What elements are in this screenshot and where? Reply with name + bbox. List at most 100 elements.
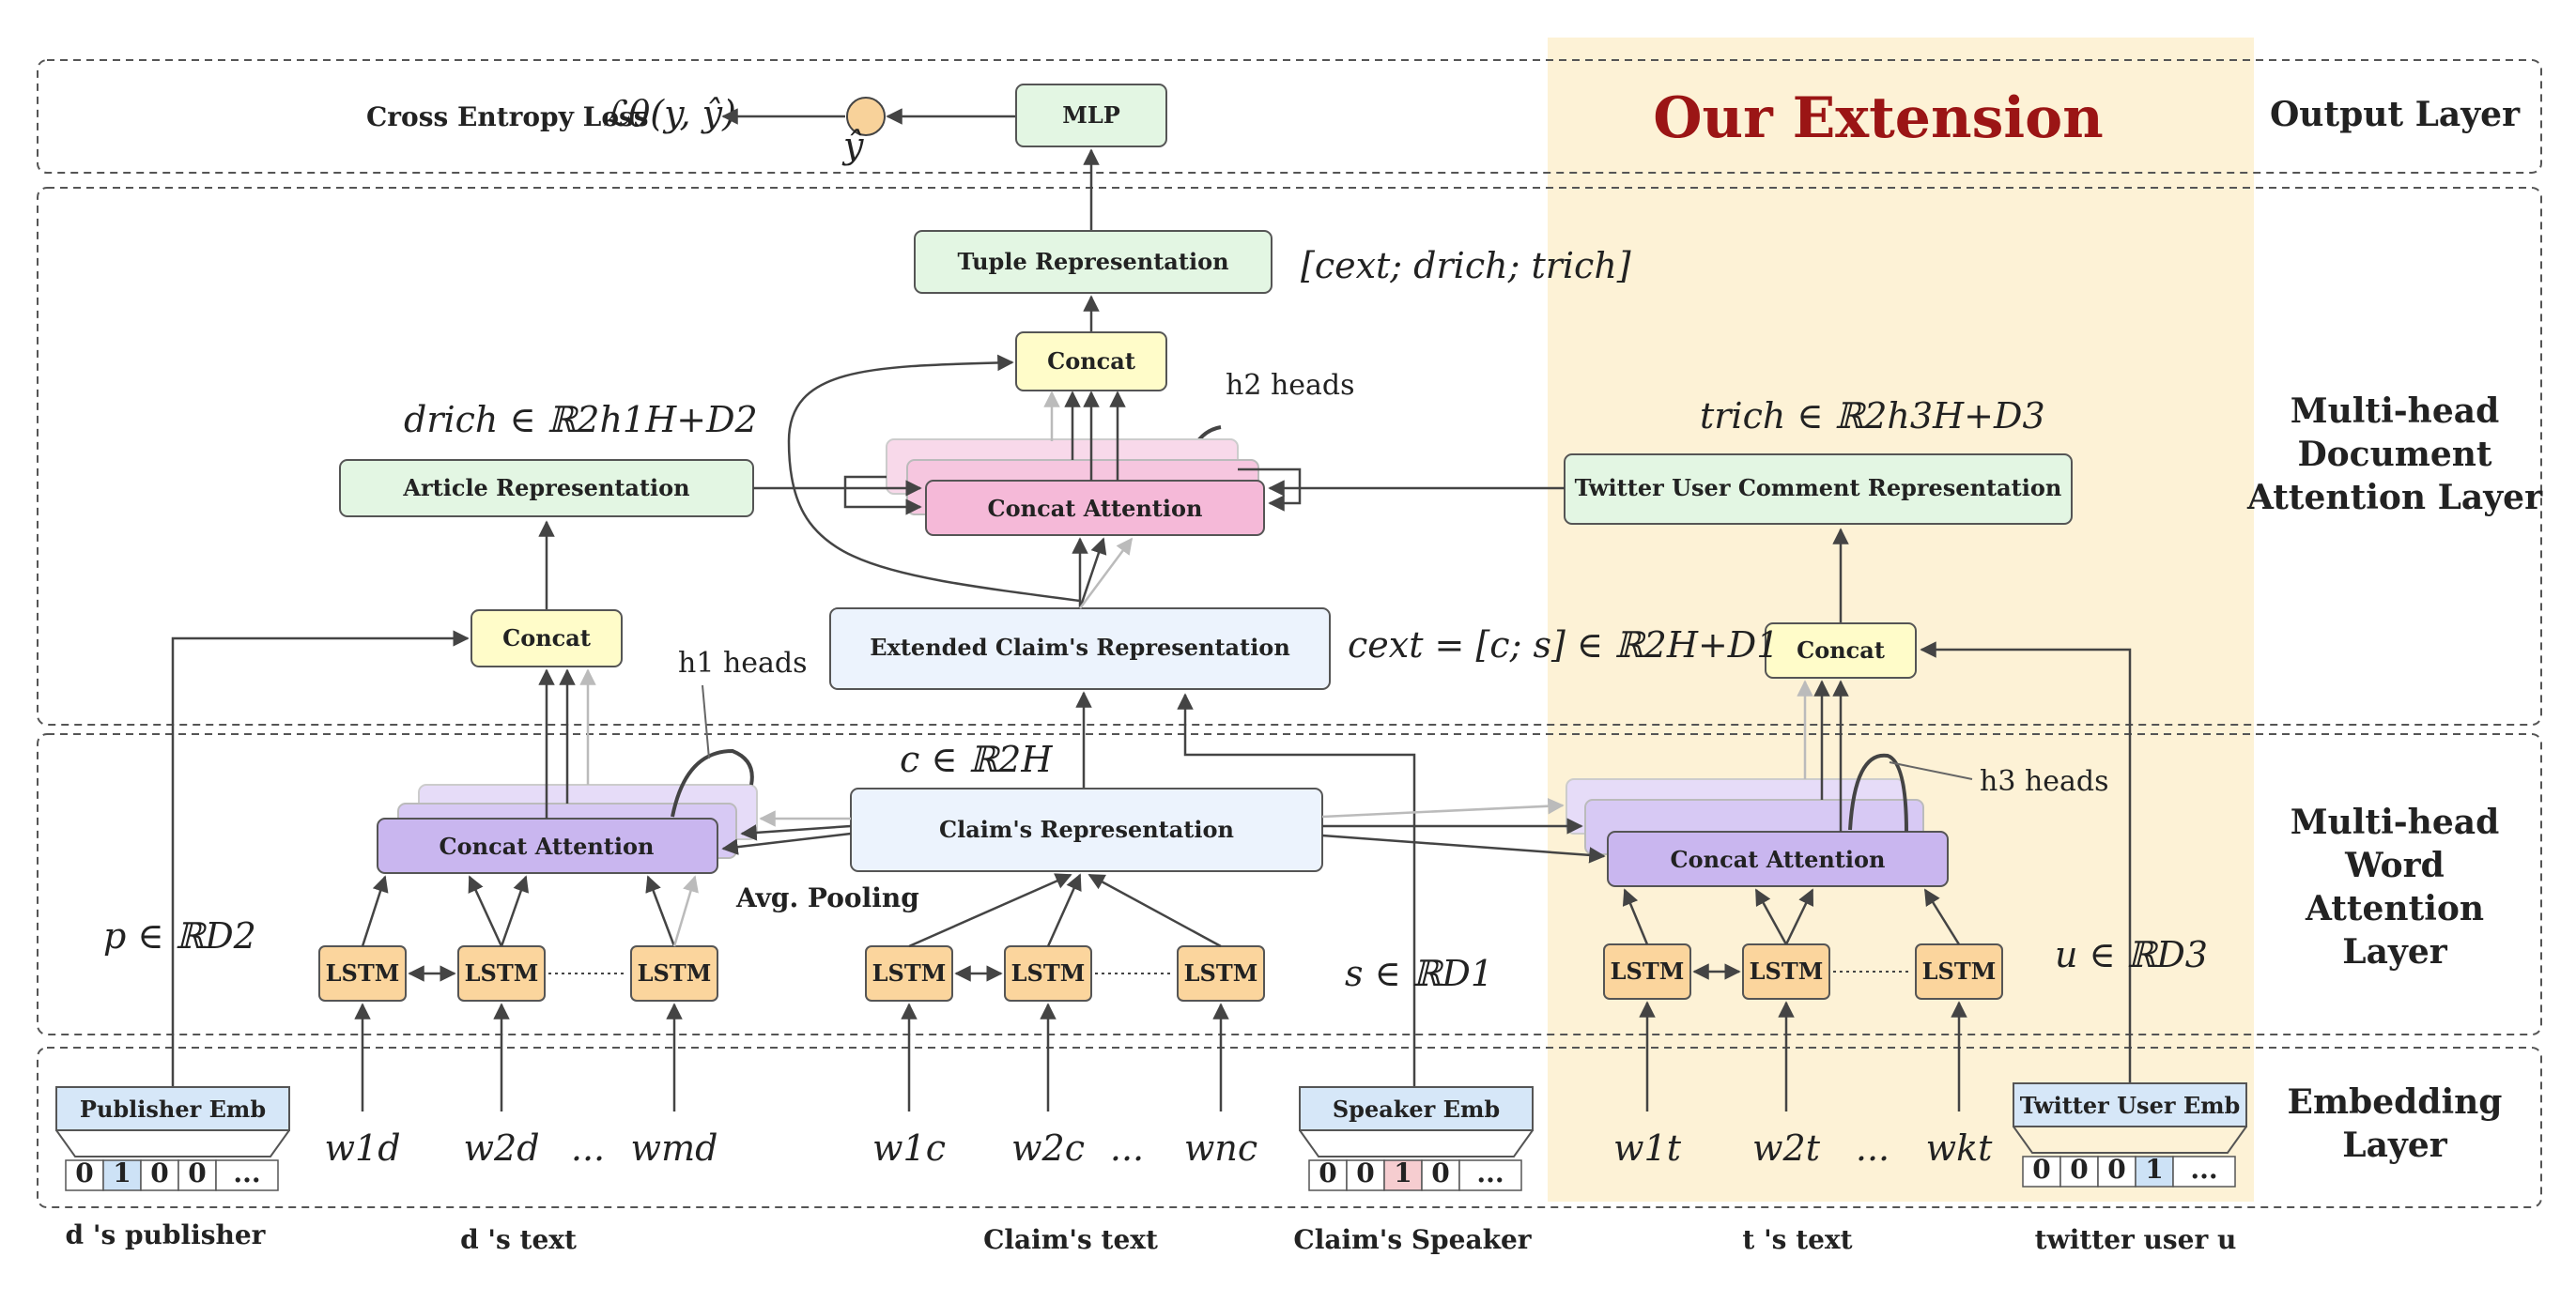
concat-left-label: Concat [502, 624, 591, 652]
h1-heads-label: h1 heads [678, 647, 808, 680]
extension-title: Our Extension [1653, 85, 2104, 151]
s-formula: s ∈ ℝD1 [1345, 953, 1493, 994]
twitter-comment-representation-label: Twitter User Comment Representation [1575, 474, 2062, 501]
word-layer-label-2: Word [2344, 846, 2445, 885]
bottom-label-tweet-text: t 's text [1742, 1224, 1852, 1255]
tweet-word-1: w1t [1613, 1127, 1682, 1169]
claim-word-1: w1c [872, 1127, 946, 1169]
twitter-vector-3: 1 [2145, 1154, 2163, 1185]
lstm-claim-2: LSTM [1011, 959, 1086, 987]
doc-attention-layer-border [37, 187, 2542, 726]
lstm-doc-2: LSTM [465, 959, 539, 987]
speaker-vector-0: 0 [1319, 1157, 1336, 1188]
speaker-emb-label: Speaker Emb [1333, 1096, 1500, 1123]
tweet-word-2: w2t [1752, 1127, 1821, 1169]
concat-right-box [1765, 622, 1917, 679]
concat-top-box [1015, 331, 1167, 391]
concat-attention-doc-label: Concat Attention [988, 495, 1203, 522]
publisher-emb-box [55, 1086, 290, 1131]
twitter-vector-4: ... [2190, 1154, 2217, 1185]
p-formula: p ∈ ℝD2 [103, 915, 256, 957]
claims-representation-box [850, 788, 1323, 872]
concat-top-label: Concat [1047, 347, 1135, 375]
twitter-vector-0: 0 [2032, 1154, 2050, 1185]
twitter-user-emb-label: Twitter User Emb [2020, 1092, 2241, 1119]
publisher-vector-4: ... [233, 1157, 260, 1188]
publisher-vector-2: 0 [150, 1157, 168, 1188]
speaker-vector-4: ... [1476, 1157, 1504, 1188]
t-rich-formula: trich ∈ ℝ2h3H+D3 [1700, 395, 2045, 437]
concat-attention-right-box [1607, 831, 1949, 887]
embedding-layer-label-1: Embedding [2288, 1082, 2503, 1122]
bottom-label-doc-text: d 's text [460, 1224, 577, 1255]
concat-attention-right-label: Concat Attention [1671, 846, 1886, 873]
claim-word-2: w2c [1011, 1127, 1085, 1169]
doc-word-2: w2d [463, 1127, 539, 1169]
c-ext-formula: cext = [c; s] ∈ ℝ2H+D1 [1348, 624, 1779, 666]
speaker-vector: 0 0 1 0 ... [1308, 1157, 1522, 1191]
twitter-vector-2: 0 [2107, 1154, 2125, 1185]
lstm-tweet-2: LSTM [1750, 958, 1824, 985]
claim-word-ellipsis: ... [1110, 1127, 1144, 1169]
tweet-word-ellipsis: ... [1856, 1127, 1890, 1169]
lstm-tweet-3: LSTM [1922, 958, 1997, 985]
prediction-node [846, 97, 886, 136]
loss-formula: ℒθ(y, ŷ) [603, 93, 736, 134]
h3-heads-label: h3 heads [1980, 765, 2109, 798]
word-layer-label-3: Attention [2305, 889, 2484, 928]
layer-borders [37, 59, 2542, 1208]
twitter-user-emb-box [2013, 1082, 2247, 1127]
claims-representation-label: Claim's Representation [939, 816, 1234, 843]
speaker-emb-box [1299, 1086, 1534, 1131]
publisher-vector-3: 0 [188, 1157, 206, 1188]
concat-right-label: Concat [1797, 636, 1885, 664]
article-representation-label: Article Representation [402, 474, 689, 501]
lstm-row-tweet: LSTM LSTM LSTM [1603, 888, 2003, 1000]
word-input-arrows [354, 1001, 1967, 1111]
bottom-label-claim-text: Claim's text [983, 1224, 1158, 1255]
d-rich-formula: drich ∈ ℝ2h1H+D2 [404, 399, 758, 440]
tweet-word-k: wkt [1926, 1127, 1994, 1169]
publisher-vector-0: 0 [75, 1157, 93, 1188]
lstm-doc-1: LSTM [326, 959, 400, 987]
word-attention-layer-border [37, 733, 2542, 1035]
embedding-layer-border [37, 1047, 2542, 1208]
lstm-tweet-1: LSTM [1611, 958, 1685, 985]
h2-heads-label: h2 heads [1226, 369, 1355, 402]
concat-attention-left-label: Concat Attention [440, 833, 655, 860]
publisher-vector-1: 1 [113, 1157, 131, 1188]
lstm-doc-3: LSTM [638, 959, 712, 987]
publisher-emb-label: Publisher Emb [80, 1096, 266, 1123]
output-layer-label: Output Layer [2270, 95, 2521, 134]
y-hat-label: ŷ [841, 125, 864, 166]
doc-word-ellipsis: ... [571, 1127, 605, 1169]
bottom-label-twitter-user: twitter user u [2035, 1224, 2237, 1255]
bottom-label-claim-speaker: Claim's Speaker [1293, 1224, 1532, 1255]
mlp-label: MLP [1062, 101, 1120, 129]
word-layer-label-1: Multi-head [2291, 803, 2500, 842]
bottom-label-publisher: d 's publisher [66, 1219, 267, 1250]
doc-word-1: w1d [324, 1127, 400, 1169]
u-formula: u ∈ ℝD3 [2055, 934, 2208, 975]
concat-left-box [470, 609, 623, 667]
twitter-vector-1: 0 [2070, 1154, 2088, 1185]
tuple-formula: [cext; drich; trich] [1301, 245, 1631, 286]
embedding-layer-label-2: Layer [2342, 1126, 2447, 1165]
loss-text: Cross Entropy Loss [366, 101, 649, 132]
doc-layer-label-2: Document [2297, 435, 2491, 474]
doc-layer-label-1: Multi-head [2291, 391, 2500, 431]
publisher-vector: 0 1 0 0 ... [65, 1157, 279, 1191]
lstm-claim-3: LSTM [1184, 959, 1258, 987]
speaker-vector-1: 0 [1356, 1157, 1374, 1188]
extended-claim-label: Extended Claim's Representation [870, 634, 1290, 661]
speaker-vector-2: 1 [1394, 1157, 1411, 1188]
mlp-box [1015, 84, 1167, 147]
doc-layer-label-3: Attention Layer [2246, 478, 2543, 517]
word-layer-label-4: Layer [2342, 932, 2447, 972]
concat-attention-doc-box [925, 480, 1265, 536]
avg-pooling-label: Avg. Pooling [735, 882, 919, 913]
tuple-representation-label: Tuple Representation [957, 248, 1228, 275]
lstm-row-claim: LSTM LSTM LSTM [865, 873, 1265, 1002]
extension-region [1548, 38, 2254, 1202]
